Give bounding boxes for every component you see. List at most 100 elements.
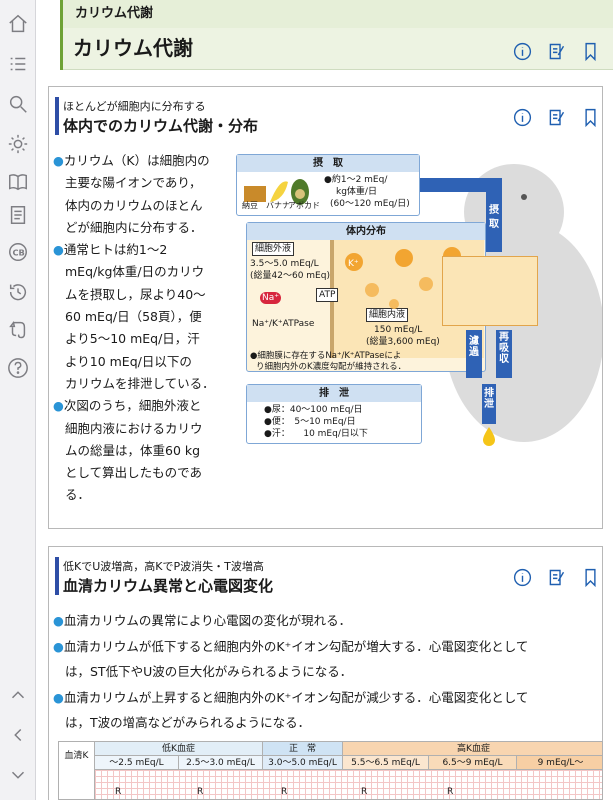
section-card-potassium-distribution: ほとんどが細胞内に分布する 体内でのカリウム代謝・分布 ●カリウム（K）は細胞内… xyxy=(48,86,603,529)
body-pool-box xyxy=(442,256,538,326)
sidebar-rail: CB xyxy=(0,0,36,800)
ecf-value-2: (総量42～60 mEq) xyxy=(250,271,330,281)
k-ion-label: K⁺ xyxy=(348,259,359,269)
info-button[interactable] xyxy=(511,40,533,62)
ecg-wave-label-2: R xyxy=(197,787,204,797)
note-button[interactable] xyxy=(545,106,567,128)
icf-label: 細胞内液 xyxy=(366,308,409,322)
note-edit-icon xyxy=(549,109,564,125)
bookmark-icon xyxy=(584,42,596,61)
ecf-value-1: 3.5～5.0 mEq/L xyxy=(250,259,319,269)
section-lead: ほとんどが細胞内に分布する xyxy=(63,100,206,113)
chevron-left-icon[interactable] xyxy=(6,723,30,747)
icf-value-2: (総量3,600 mEq) xyxy=(366,337,440,347)
intake-line-2: kg体重/日 xyxy=(336,187,377,197)
excretion-stool: ●便： 5～10 mEq/日 xyxy=(264,417,356,427)
ecg-grid xyxy=(95,770,602,799)
food-label-natto: 納豆 xyxy=(242,201,258,210)
note-button[interactable] xyxy=(545,40,567,62)
chevron-down-icon[interactable] xyxy=(6,763,30,787)
na-ion: Na⁺ xyxy=(260,292,281,304)
ecg-range-3: 3.0～5.0 mEq/L xyxy=(263,756,343,770)
section-heading: 血清カリウム異常と心電図変化 xyxy=(63,577,274,595)
list-icon[interactable] xyxy=(6,52,30,76)
document-icon[interactable] xyxy=(6,203,30,227)
ecg-wave-label-1: R xyxy=(115,787,122,797)
section1-toolbar xyxy=(511,106,601,128)
excretion-arrow xyxy=(482,384,496,424)
section-body: ●カリウム（K）は細胞内の 主要な陽イオンであり， 体内のカリウムのほとん どが… xyxy=(53,150,229,507)
bookmark-button[interactable] xyxy=(579,106,601,128)
cb-icon[interactable]: CB xyxy=(6,240,30,264)
ecg-group-hyper: 高K血症 xyxy=(343,742,602,756)
ecg-range-2: 2.5～3.0 mEq/L xyxy=(179,756,263,770)
filtration-label: 濾過 xyxy=(469,336,479,358)
excretion-sweat: ●汗： 10 mEq/日以下 xyxy=(264,429,368,439)
home-icon[interactable] xyxy=(6,12,30,36)
reabsorption-label: 再吸収 xyxy=(499,332,509,365)
section-heading: 体内でのカリウム代謝・分布 xyxy=(63,117,259,135)
info-icon xyxy=(513,42,531,60)
section-lead: 低KでU波増高，高KでP波消失・T波増高 xyxy=(63,560,264,573)
info-icon xyxy=(513,568,531,586)
ecg-group-hypo: 低K血症 xyxy=(95,742,263,756)
intake-box: 摂 取 xyxy=(236,154,420,216)
ecf-label: 細胞外液 xyxy=(252,242,295,256)
info-icon xyxy=(513,108,531,126)
intake-arrow-label: 摂取 xyxy=(489,205,499,230)
settings-icon[interactable] xyxy=(6,132,30,156)
ecg-range-1: ～2.5 mEq/L xyxy=(95,756,179,770)
ecg-wave-label-5: R xyxy=(447,787,454,797)
breadcrumb[interactable]: カリウム代謝 xyxy=(63,0,613,28)
page-link-58[interactable]: 60 mEq/日（58頁），便 xyxy=(65,309,202,325)
book-icon[interactable] xyxy=(6,170,30,194)
bookmark-icon xyxy=(584,568,596,587)
ecg-group-normal: 正 常 xyxy=(263,742,343,756)
note-line-2: り細胞内外のK濃度勾配が維持される． xyxy=(256,362,407,372)
ecg-wave-label-4: R xyxy=(361,787,368,797)
pump-label: Na⁺/K⁺ATPase xyxy=(252,319,315,329)
bookmark-button[interactable] xyxy=(579,40,601,62)
header-toolbar xyxy=(511,40,601,62)
note-edit-icon xyxy=(549,43,564,59)
food-illustration xyxy=(244,179,309,205)
ecg-range-6: 9 mEq/L～ xyxy=(517,756,602,770)
help-icon[interactable] xyxy=(6,356,30,380)
icf-value-1: 150 mEq/L xyxy=(374,325,423,335)
reabsorption-arrow xyxy=(496,330,512,378)
info-button[interactable] xyxy=(511,566,533,588)
filtration-arrow xyxy=(466,330,482,378)
excretion-arrow-label: 排泄 xyxy=(484,388,494,410)
intake-line-1: ●約1～2 mEq/ xyxy=(324,175,388,185)
section2-toolbar xyxy=(511,566,601,588)
ecg-row-label: 血清K xyxy=(59,742,95,799)
intake-arrow-horizontal xyxy=(420,178,500,192)
page-header: カリウム代謝 カリウム代謝 xyxy=(60,0,613,70)
ecg-range-4: 5.5～6.5 mEq/L xyxy=(343,756,429,770)
header-accent-bar xyxy=(60,0,63,70)
section-body: ●血清カリウムの異常により心電図の変化が現れる． ●血清カリウムが低下すると細胞… xyxy=(53,613,529,730)
urine-drop-icon xyxy=(483,427,495,446)
bookmark-button[interactable] xyxy=(579,566,601,588)
evernote-icon[interactable] xyxy=(6,318,30,342)
ecg-wave-label-3: R xyxy=(281,787,288,797)
note-button[interactable] xyxy=(545,566,567,588)
bookmark-icon xyxy=(584,108,596,127)
history-icon[interactable] xyxy=(6,280,30,304)
search-icon[interactable] xyxy=(6,92,30,116)
excretion-urine: ●尿：40～100 mEq/日 xyxy=(264,405,363,415)
excretion-box: 排 泄 xyxy=(246,384,422,444)
food-label-avocado: アボカド xyxy=(288,201,320,210)
chevron-up-icon[interactable] xyxy=(6,683,30,707)
atp-label: ATP xyxy=(316,288,339,302)
svg-text:CB: CB xyxy=(13,248,25,258)
page-title: カリウム代謝 xyxy=(63,28,613,70)
info-button[interactable] xyxy=(511,106,533,128)
ecg-table[interactable]: 血清K 低K血症 正 常 高K血症 ～2.5 mEq/L 2.5～3.0 mEq… xyxy=(58,741,603,800)
intake-arrow-vertical xyxy=(486,178,502,252)
note-edit-icon xyxy=(549,569,564,585)
note-line-1: ●細胞膜に存在するNa⁺/K⁺ATPaseによ xyxy=(250,351,402,361)
potassium-metabolism-figure[interactable]: 摂 取 納豆 バナナ アボカド ●約1～2 mEq/ kg体重/日 (60～12… xyxy=(234,152,602,452)
section-accent-bar xyxy=(55,97,59,135)
intake-line-3: (60～120 mEq/日) xyxy=(330,199,410,209)
